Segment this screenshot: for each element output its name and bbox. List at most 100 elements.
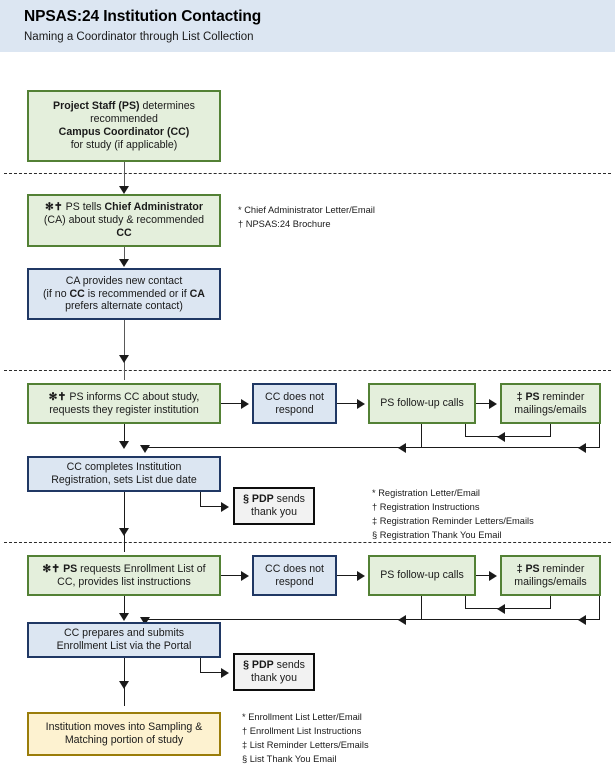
connector-followup-to-reminder-2 xyxy=(476,575,492,577)
enr-note-1: † Enrollment List Instructions xyxy=(242,726,362,737)
arrowhead-ps-to-ca xyxy=(119,186,129,194)
connector-norespond-to-followup-2 xyxy=(337,575,359,577)
cmp-line2: Registration, sets List due date xyxy=(51,474,197,486)
nr1-line1: CC does not xyxy=(265,390,324,403)
pdp1-line1-rest: sends xyxy=(273,493,305,506)
loopline-reminder-down-long-2 xyxy=(599,596,601,620)
rm2-line1-rest: reminder xyxy=(539,562,585,575)
node-ps-informs-cc[interactable]: ✻✝ PS informs CC about study, requests t… xyxy=(27,383,221,424)
pdp1-line1-bold: PDP xyxy=(248,493,274,506)
node-ps-requests-enrollment-list[interactable]: ✻✝ PS requests Enrollment List of CC, pr… xyxy=(27,555,221,596)
node-cc-submits-enrollment-list[interactable]: CC prepares and submits Enrollment List … xyxy=(27,622,221,658)
informs-line2: requests they register institution xyxy=(49,403,199,416)
arrowhead-return-mid-2 xyxy=(398,615,406,625)
loopline-followup-down-1 xyxy=(421,424,423,448)
node-project-staff[interactable]: Project Staff (PS) determines recommende… xyxy=(27,90,221,162)
loopline-reminder-up-1 xyxy=(465,424,467,437)
connector-ca-to-newcontact xyxy=(123,247,126,262)
ca-markers: ✻✝ xyxy=(44,201,63,214)
connector-norespond-to-followup xyxy=(337,403,359,405)
ps-line3-bold: Campus Coordinator (CC) xyxy=(58,126,190,138)
fu2-line1: PS follow-up calls xyxy=(380,569,464,582)
inst-line1: Institution moves into Sampling & xyxy=(45,721,203,734)
rm1-line1-rest: reminder xyxy=(539,390,585,403)
nr2-line2: respond xyxy=(275,575,314,588)
notes-chief-administrator: * Chief Administrator Letter/Email † NPS… xyxy=(238,203,375,231)
node-ps-tells-ca[interactable]: ✻✝ PS tells Chief Administrator (CA) abo… xyxy=(27,194,221,247)
node-ps-reminder-mailings-list[interactable]: ‡ PS reminder mailings/emails xyxy=(500,555,601,596)
req-markers: ✻✝ xyxy=(42,562,61,575)
notes-registration: * Registration Letter/Email † Registrati… xyxy=(372,486,534,543)
loopline-reminder-down-1 xyxy=(550,424,552,437)
arrowhead-ca-to-newcontact xyxy=(119,259,129,267)
cmp-line1: CC completes Institution xyxy=(66,461,182,474)
informs-line1: PS informs CC about study, xyxy=(66,390,200,403)
nc-line3: prefers alternate contact) xyxy=(65,300,183,313)
node-ps-reminder-mailings-registration[interactable]: ‡ PS reminder mailings/emails xyxy=(500,383,601,424)
page-header: NPSAS:24 Institution Contacting Naming a… xyxy=(0,0,615,52)
ca-line1-bold: Chief Administrator xyxy=(104,201,204,214)
arrowhead-return-mid-1 xyxy=(398,443,406,453)
node-pdp-thank-you-registration[interactable]: § PDP sends thank you xyxy=(233,487,315,525)
loopline-return-1 xyxy=(144,447,600,449)
nc-line2-bold2: CA xyxy=(189,287,205,300)
loopline-reminder-left-1 xyxy=(465,436,551,438)
connector-informs-to-norespond xyxy=(221,403,243,405)
page-title: NPSAS:24 Institution Contacting xyxy=(24,8,262,25)
node-ps-followup-calls-list[interactable]: PS follow-up calls xyxy=(368,555,476,596)
arrowhead-informs-to-norespond xyxy=(241,399,249,409)
rm1-line2: mailings/emails xyxy=(514,403,587,416)
sub-line2: Enrollment List via the Portal xyxy=(56,640,192,652)
node-cc-does-not-respond-registration[interactable]: CC does not respond xyxy=(252,383,337,424)
pdp1-marker: § xyxy=(243,493,249,506)
inst-line2: Matching portion of study xyxy=(64,734,184,746)
connector-informs-to-completes xyxy=(123,424,125,447)
ps-line1-bold: Project Staff (PS) xyxy=(53,100,140,113)
ca-note-0: * Chief Administrator Letter/Email xyxy=(238,205,375,215)
connector-followup-to-reminder xyxy=(476,403,492,405)
req-line1-bold: PS xyxy=(60,562,78,575)
rm1-marker: ‡ xyxy=(516,390,523,403)
nc-line2-pre: (if no xyxy=(43,287,70,300)
arrowhead-followup-to-reminder-2 xyxy=(489,571,497,581)
rm1-line1-bold: PS xyxy=(522,390,540,403)
arrowhead-norespond-to-followup-2 xyxy=(357,571,365,581)
node-ps-followup-calls-registration[interactable]: PS follow-up calls xyxy=(368,383,476,424)
loopline-reminder-down-2 xyxy=(550,596,552,609)
node-pdp-thank-you-list[interactable]: § PDP sends thank you xyxy=(233,653,315,691)
loopline-reminder-down-long-1 xyxy=(599,424,601,448)
fu1-line1: PS follow-up calls xyxy=(380,397,464,410)
rm2-line1-bold: PS xyxy=(522,562,540,575)
page-subtitle: Naming a Coordinator through List Collec… xyxy=(24,31,254,43)
band-separator-2 xyxy=(4,370,611,371)
rm2-marker: ‡ xyxy=(516,562,523,575)
loopline-reminder-up-2 xyxy=(465,596,467,609)
node-cc-does-not-respond-list[interactable]: CC does not respond xyxy=(252,555,337,596)
arrowhead-requests-to-norespond xyxy=(241,571,249,581)
arrowhead-return-down-2 xyxy=(140,617,150,625)
node-ca-provides-new-contact[interactable]: CA provides new contact (if no CC is rec… xyxy=(27,268,221,320)
arrowhead-submits-to-sampling xyxy=(119,681,129,689)
connector-submits-to-pdp-v xyxy=(200,658,202,673)
node-cc-completes-registration[interactable]: CC completes Institution Registration, s… xyxy=(27,456,221,492)
arrowhead-band2-to-band3 xyxy=(119,355,129,363)
connector-requests-to-submits xyxy=(123,596,125,619)
arrowhead-followup-to-reminder xyxy=(489,399,497,409)
reg-note-3: § Registration Thank You Email xyxy=(372,530,502,541)
connector-newcontact-to-informs xyxy=(123,320,126,380)
loopline-followup-down-2 xyxy=(421,596,423,620)
reg-note-1: † Registration Instructions xyxy=(372,502,480,513)
arrowhead-return-right-1 xyxy=(578,443,586,453)
node-institution-sampling[interactable]: Institution moves into Sampling & Matchi… xyxy=(27,712,221,756)
reg-note-2: ‡ Registration Reminder Letters/Emails xyxy=(372,516,534,527)
ps-line2: recommended xyxy=(90,113,158,126)
ca-line1-pre: PS tells xyxy=(62,201,105,214)
nc-line1: CA provides new contact xyxy=(65,274,183,287)
loopline-reminder-left-2 xyxy=(465,608,551,610)
nc-line2-mid: is recommended or if xyxy=(84,287,190,300)
ps-line4: for study (if applicable) xyxy=(70,138,178,151)
ca-line2: (CA) about study & recommended xyxy=(43,214,205,227)
connector-ps-to-ca xyxy=(123,162,126,188)
enr-note-3: § List Thank You Email xyxy=(242,754,337,765)
arrowhead-reminder-selfloop-1 xyxy=(497,432,505,442)
